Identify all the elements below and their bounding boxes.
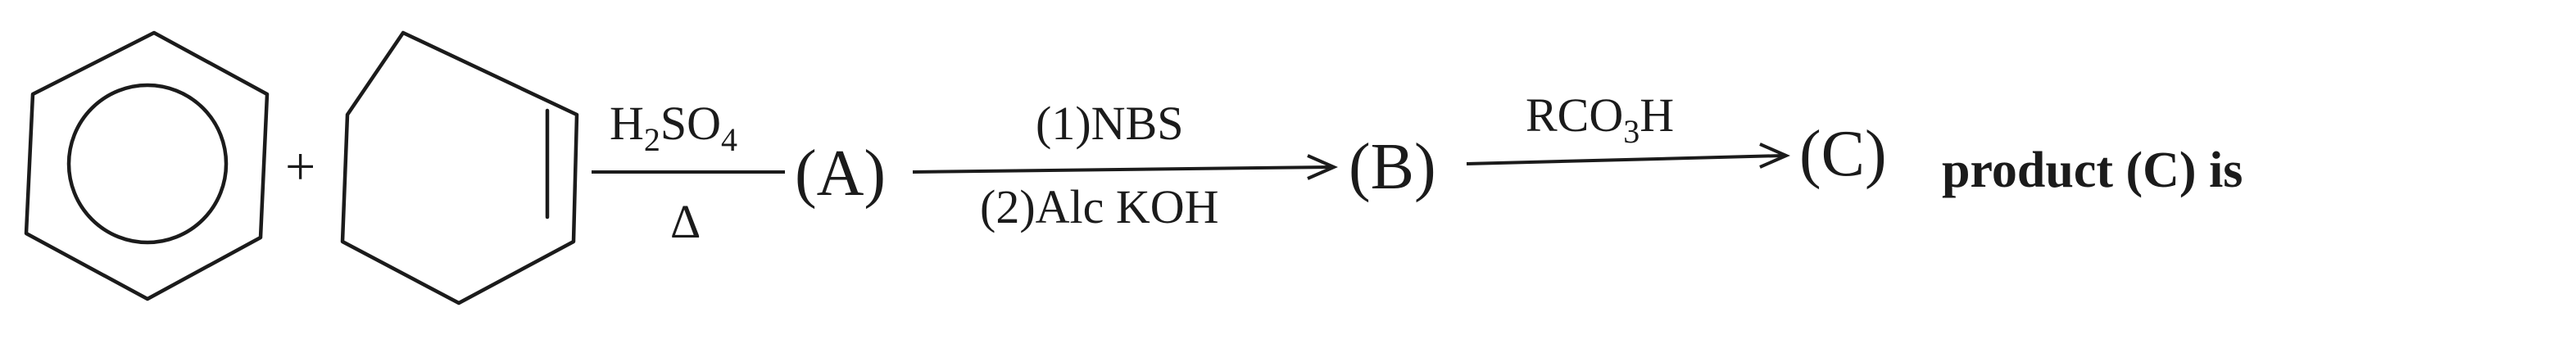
benzene-structure [24,30,270,301]
question-text: product (C) is [1942,143,2243,198]
step2-arrow [912,154,1338,180]
step2-reagent-1: (1)NBS [1036,97,1183,150]
step3-arrow [1466,143,1790,169]
cyclohexene-structure [340,30,579,305]
step2-reagent-2: (2)Alc KOH [980,180,1219,233]
intermediate-a-label: (A) [795,138,886,210]
svg-text:(2)Alc KOH: (2)Alc KOH [980,180,1219,233]
svg-text:H2SO4: H2SO4 [610,97,737,158]
svg-text:(1)NBS: (1)NBS [1036,97,1183,150]
step3-reagent: RCO3H [1526,88,1674,150]
product-c-label: (C) [1799,118,1887,190]
plus-sign: + [285,137,315,197]
step1-condition: Δ [670,195,701,248]
intermediate-b-label: (B) [1349,131,1436,203]
step1-reagent: H2SO4 [610,97,737,158]
svg-text:RCO3H: RCO3H [1526,88,1674,150]
